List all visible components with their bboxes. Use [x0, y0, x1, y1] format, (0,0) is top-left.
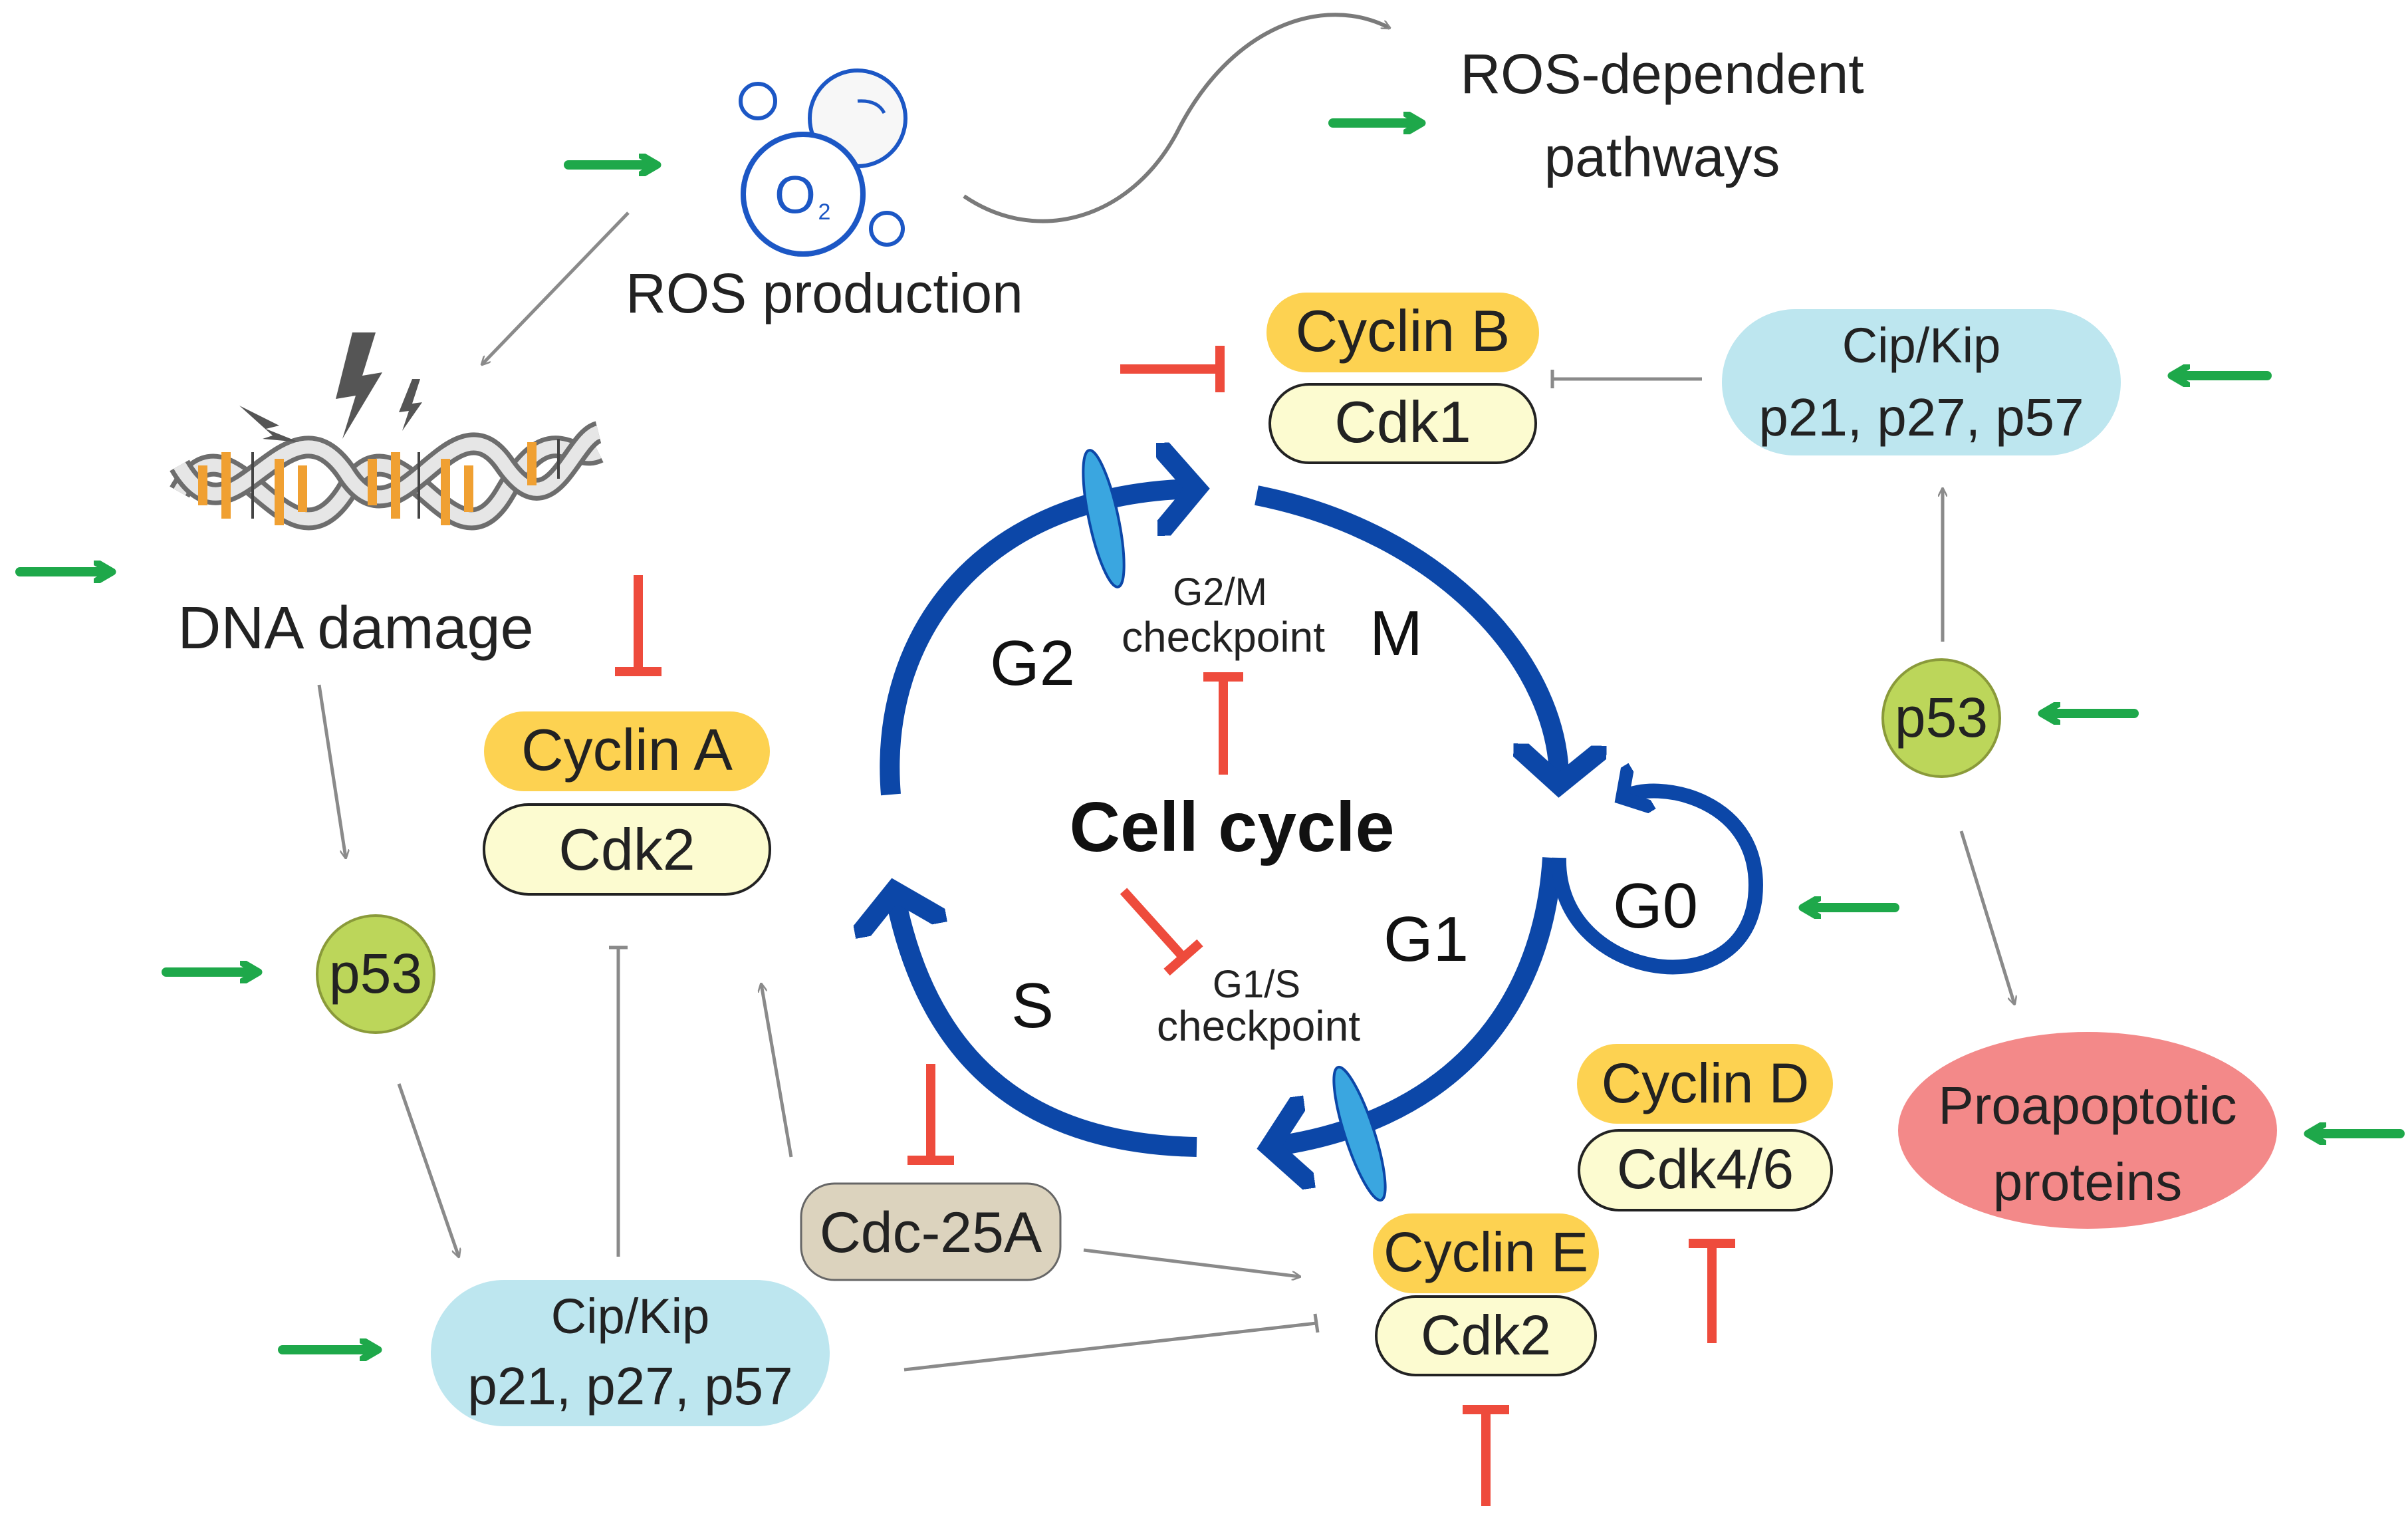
external-activators — [15, 123, 2405, 1350]
phase-s: S — [1011, 970, 1054, 1041]
cdc25a-to-cycline-arrow — [1083, 1248, 1300, 1277]
ros-production-label: ROS production — [626, 262, 1023, 324]
cipkip-bottom-label-2: p21, p27, p57 — [467, 1356, 792, 1416]
cdk2-e-node — [1375, 1295, 1597, 1376]
cipkip-top-label-2: p21, p27, p57 — [1758, 388, 2084, 447]
proapoptotic-label-1: Proapoptotic — [1938, 1076, 2236, 1135]
dna-to-p53-arrow — [317, 684, 346, 858]
ros-o2-icon: O 2 — [739, 68, 907, 257]
cipkip-top-label-1: Cip/Kip — [1842, 318, 2001, 373]
p53-left-node — [316, 914, 435, 1034]
cell-cycle-title: Cell cycle — [1069, 788, 1394, 866]
cipkip-bottom-label-1: Cip/Kip — [551, 1289, 710, 1344]
ros-to-dna-arrow — [482, 211, 630, 364]
cipkip-top-node — [1722, 309, 2121, 455]
phase-g2: G2 — [990, 628, 1075, 699]
g2m-label-1: G2/M — [1173, 570, 1267, 614]
cyclin-d-label: Cyclin D — [1602, 1052, 1810, 1114]
cdk1-node — [1268, 383, 1537, 464]
cyclin-b-label: Cyclin B — [1296, 298, 1510, 364]
proapoptotic-label-2: proteins — [1993, 1152, 2183, 1211]
p53-left-label: p53 — [329, 942, 422, 1005]
lightning-icon — [239, 332, 422, 442]
g2m-label-2: checkpoint — [1122, 613, 1325, 661]
g2m-checkpoint-marker — [1082, 449, 1126, 588]
cyclin-e-label: Cyclin E — [1384, 1221, 1588, 1283]
o2-symbol: O — [775, 165, 816, 224]
cdk2-e-label: Cdk2 — [1421, 1304, 1551, 1366]
g1s-label-1: G1/S — [1213, 963, 1300, 1006]
cipkip-inhibits-cycline — [903, 1321, 1317, 1372]
proapoptotic-node — [1898, 1032, 2277, 1229]
phase-g0: G0 — [1613, 870, 1698, 942]
phase-g1: G1 — [1384, 904, 1469, 975]
p53-right-label: p53 — [1895, 686, 1988, 749]
cdk46-node — [1578, 1129, 1833, 1211]
p53-to-cipkip-arrow — [397, 1083, 459, 1257]
cdc25a-to-cyclina-arrow — [761, 984, 793, 1158]
p53-right-node — [1881, 658, 2001, 778]
phase-m: M — [1370, 598, 1423, 669]
cyclin-a-label: Cyclin A — [521, 717, 733, 783]
cyclin-a-node — [484, 711, 770, 791]
cipkip-bottom-node — [431, 1280, 830, 1426]
ros-to-pathways-arrow — [963, 13, 1389, 223]
g1s-checkpoint-marker — [1332, 1065, 1387, 1202]
o2-subscript: 2 — [818, 199, 831, 225]
cyclin-e-node — [1373, 1213, 1599, 1293]
dna-helix-icon — [170, 421, 604, 531]
cyclin-d-node — [1577, 1044, 1833, 1124]
ros-dependent-label-2: pathways — [1544, 126, 1780, 188]
dna-damage-label: DNA damage — [178, 595, 533, 662]
cyclin-b-node — [1266, 293, 1539, 372]
cdc25a-node — [800, 1182, 1062, 1281]
cdk1-label: Cdk1 — [1334, 389, 1471, 455]
g1s-label-2: checkpoint — [1157, 1002, 1360, 1050]
cdk2-a-label: Cdk2 — [558, 817, 695, 882]
cdc25a-label: Cdc-25A — [820, 1201, 1042, 1265]
cdk46-label: Cdk4/6 — [1617, 1138, 1794, 1200]
cdk2-a-node — [483, 803, 771, 896]
ros-dependent-label-1: ROS-dependent — [1460, 43, 1864, 105]
external-inhibitors — [615, 346, 1735, 1506]
p53-to-proapoptotic-arrow — [1959, 830, 2014, 1004]
center-inhibitors — [1120, 672, 1243, 976]
